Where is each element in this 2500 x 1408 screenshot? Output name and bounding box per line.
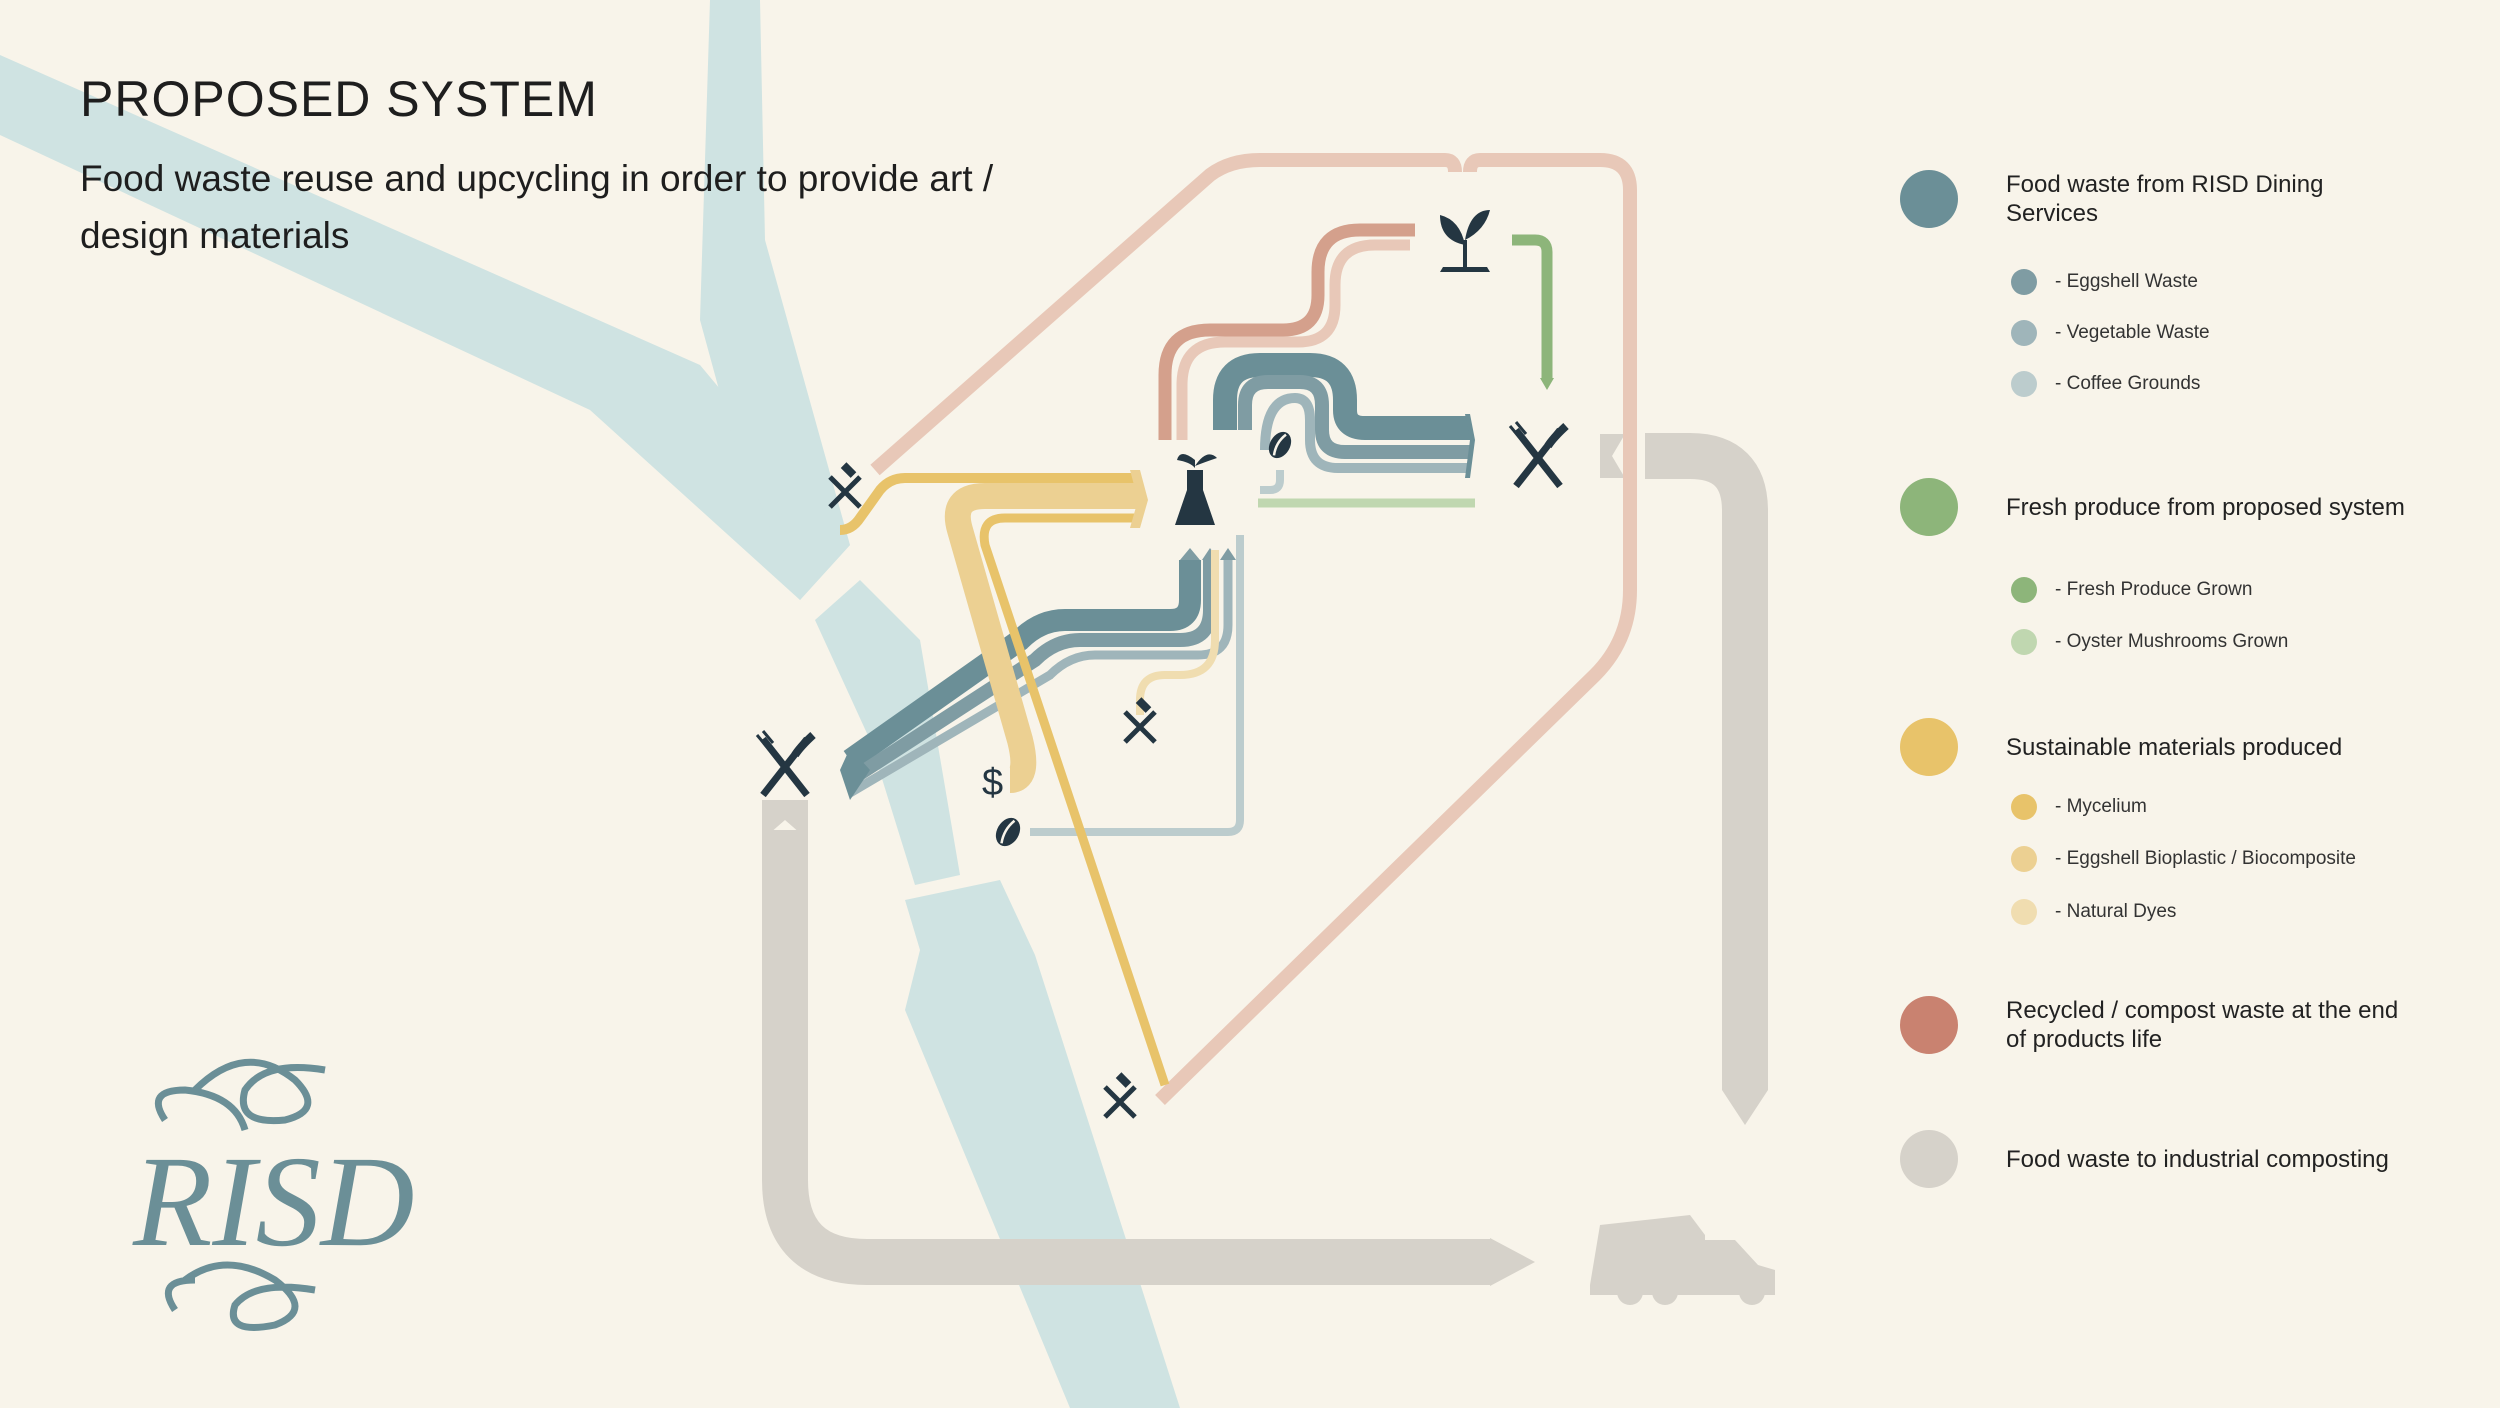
tools-icon-bottom: [1103, 1072, 1137, 1119]
legend-label: Food waste from RISD Dining Services: [2006, 171, 2324, 227]
coffee-short: [1260, 470, 1284, 494]
upward-arrows: [1180, 548, 1236, 560]
legend-industrial: Food waste to industrial composting: [1900, 1130, 2406, 1188]
legend-label: Sustainable materials produced: [2006, 733, 2343, 761]
legend-label: - Oyster Mushrooms Grown: [2055, 631, 2289, 652]
gray-notch-left: [762, 800, 808, 840]
legend-coffee: - Coffee Grounds: [2011, 371, 2200, 397]
coffee-bean-icon-lower: [995, 817, 1021, 847]
logo-text: RISD: [132, 1130, 415, 1274]
legend-recycled: Recycled / compost waste at the end of p…: [1900, 996, 2406, 1054]
page-title: PROPOSED SYSTEM: [80, 71, 598, 127]
legend-label: Fresh produce from proposed system: [2006, 493, 2405, 521]
legend-label: - Eggshell Waste: [2055, 271, 2198, 292]
legend-dining: Food waste from RISD Dining Services: [1900, 170, 2406, 228]
fork-knife-icon-dining-left: [755, 730, 816, 798]
flask-icon: [1175, 454, 1217, 525]
page-subtitle: Food waste reuse and upcycling in order …: [80, 158, 994, 256]
legend-dot: [2011, 846, 2037, 872]
dining-waste-flow: [843, 353, 1470, 797]
legend-label: - Vegetable Waste: [2055, 322, 2210, 343]
legend-fresh: Fresh produce from proposed system: [1900, 478, 2406, 536]
legend-bioplastic: - Eggshell Bioplastic / Biocomposite: [2011, 846, 2356, 872]
legend-dot: [2011, 269, 2037, 295]
legend-dot: [2011, 629, 2037, 655]
legend-label: - Eggshell Bioplastic / Biocomposite: [2055, 848, 2356, 869]
gray-notch: [1600, 434, 1625, 478]
legend-label: Recycled / compost waste at the end of p…: [2006, 997, 2399, 1053]
legend-fresh-grown: - Fresh Produce Grown: [2011, 577, 2252, 603]
legend-label: Food waste to industrial composting: [2006, 1145, 2389, 1173]
legend-mycelium: - Mycelium: [2011, 794, 2147, 820]
legend-dot: [2011, 577, 2037, 603]
legend-label: - Mycelium: [2055, 796, 2147, 817]
legend-label: - Fresh Produce Grown: [2055, 579, 2253, 600]
legend-dot: [1900, 718, 1958, 776]
risd-logo: RISD: [132, 1058, 415, 1331]
legend: Food waste from RISD Dining Services - E…: [1900, 0, 2500, 1408]
legend-dot: [1900, 478, 1958, 536]
fork-knife-icon-dining-right: [1508, 421, 1569, 489]
gray-arrowhead-truck: [1490, 1238, 1535, 1286]
legend-dot: [1900, 1130, 1958, 1188]
coffee-bean-icon: [1268, 431, 1292, 459]
fresh-produce-flow: [1512, 234, 1553, 378]
industrial-compost-flow: [762, 433, 1768, 1285]
legend-vegetable: - Vegetable Waste: [2011, 320, 2210, 346]
legend-dot: [2011, 371, 2037, 397]
legend-oyster: - Oyster Mushrooms Grown: [2011, 629, 2288, 655]
legend-eggshell: - Eggshell Waste: [2011, 269, 2198, 295]
legend-label: - Natural Dyes: [2055, 901, 2177, 922]
tools-icon-middle: [1123, 697, 1157, 744]
plant-icon: [1440, 210, 1490, 272]
coffee-flow: [1030, 535, 1244, 836]
legend-dot: [1900, 170, 1958, 228]
materials-flow: [839, 473, 1219, 1087]
fresh-arrowhead: [1540, 378, 1554, 390]
icons: [755, 210, 1569, 1119]
garbage-truck-icon: [1590, 1215, 1775, 1305]
legend-dot: [2011, 899, 2037, 925]
legend-dot: [1900, 996, 1958, 1054]
gold-flag: [1130, 470, 1148, 528]
gray-arrowhead-down: [1722, 1090, 1768, 1125]
compost-strands: [1158, 223, 1415, 440]
legend-dot: [2011, 320, 2037, 346]
dollar-icon: $: [982, 762, 1003, 804]
legend-dyes: - Natural Dyes: [2011, 899, 2176, 925]
tools-icon-top-left: [828, 462, 862, 509]
legend-label: - Coffee Grounds: [2055, 373, 2201, 394]
legend-materials: Sustainable materials produced: [1900, 718, 2406, 776]
recycled-compost-flow: [870, 153, 1637, 1106]
dining-arrowheads: [840, 414, 1475, 800]
legend-dot: [2011, 794, 2037, 820]
